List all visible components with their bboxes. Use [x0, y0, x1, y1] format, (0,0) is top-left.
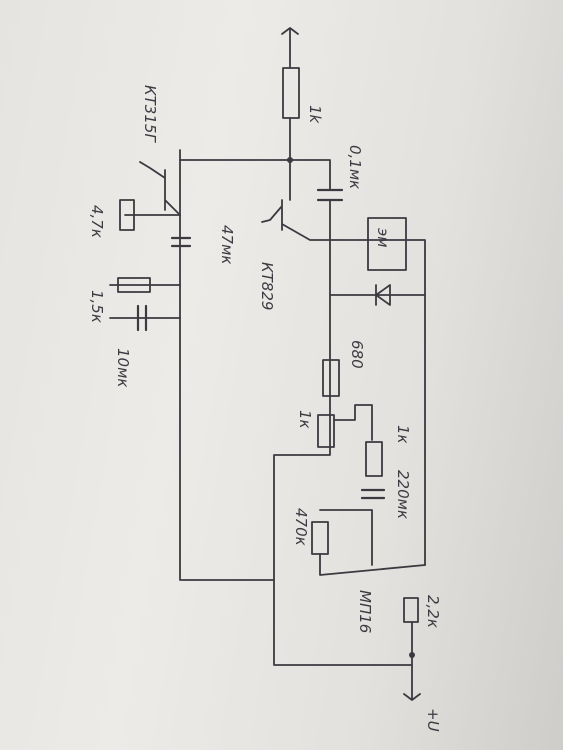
input-arrow	[281, 27, 299, 69]
label-motor: эм	[374, 228, 392, 248]
r-input-1k	[282, 67, 300, 119]
label-r-1k5: 1,5к	[88, 290, 106, 323]
label-t-kt829: КТ829	[258, 262, 276, 310]
trim-wiper	[333, 404, 373, 441]
label-r-trim: 1к	[296, 410, 314, 429]
label-r-1k-b: 1к	[394, 425, 412, 444]
label-t-kt315: КТ315Г	[141, 85, 159, 143]
junction	[409, 652, 415, 658]
r-2k2	[403, 597, 419, 623]
out-wire	[403, 621, 421, 701]
supply-rail	[329, 239, 426, 566]
mp16-wiring	[319, 509, 426, 576]
r-1k-b	[365, 441, 383, 477]
collector-rail	[273, 239, 331, 581]
label-c-10uF: 10мк	[114, 348, 132, 387]
t-kt315	[139, 159, 291, 216]
t-kt829	[261, 159, 331, 241]
c-01uF	[316, 188, 344, 202]
label-r-2k2: 2,2к	[424, 595, 442, 628]
motor-block	[367, 217, 407, 271]
r-680	[322, 359, 340, 397]
r-470k	[311, 521, 329, 555]
r-1k5	[117, 277, 151, 293]
c-01uF-leads	[289, 159, 331, 241]
r-trim-1k	[317, 414, 335, 448]
label-c-47uF: 47мк	[218, 225, 236, 264]
c-220uF	[360, 488, 386, 500]
c-10uF	[136, 304, 148, 332]
label-supply: +U	[424, 708, 442, 732]
c-47uF	[170, 236, 192, 248]
label-r-4k7: 4,7к	[88, 205, 106, 238]
r-4k7	[119, 199, 135, 231]
label-r-680: 680	[348, 340, 366, 369]
label-c-220uF: 220мк	[394, 470, 412, 519]
label-r-input: 1k	[306, 105, 324, 125]
label-t-mp16: МП16	[356, 590, 374, 633]
label-r-470k: 470к	[292, 508, 310, 546]
label-c-01uF: 0,1мк	[346, 145, 364, 189]
diode	[329, 284, 426, 306]
